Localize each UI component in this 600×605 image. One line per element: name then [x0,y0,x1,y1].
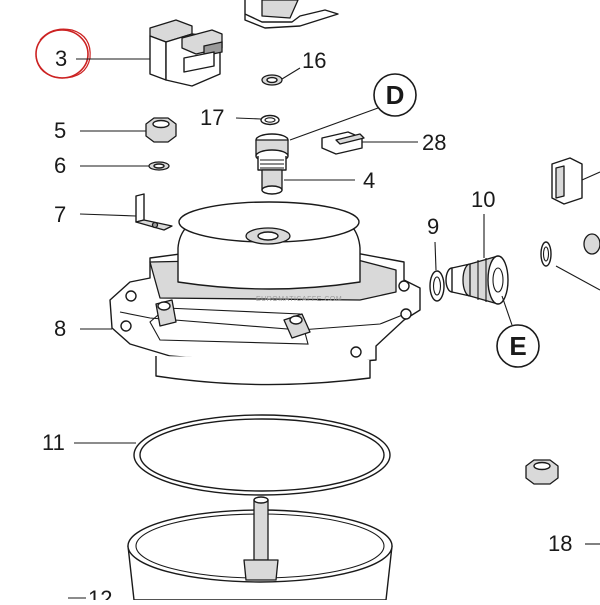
part-4-fitting [255,133,289,195]
callout-4: 4 [363,168,375,193]
top-bracket-part [244,0,339,29]
part-10-union [445,255,509,305]
callout-6: 6 [54,153,66,178]
callout-9: 9 [427,214,439,239]
part-11-gasket [133,414,391,496]
part-5-nut [145,117,177,143]
part-17-oring [260,114,280,126]
callout-10: 10 [471,187,495,212]
callout-17: 17 [200,105,224,130]
callout-16: 16 [302,48,326,73]
part-6-washer [148,161,170,171]
part-8-housing [109,201,421,386]
callout-12-partial: 12 [88,586,112,600]
part-9-oring [429,270,445,302]
letter-e-circle [496,324,540,368]
callout-28: 28 [422,130,446,155]
callout-11: 11 [42,430,65,455]
bottom-bowl-part [127,496,393,601]
watermark: EUROMATICAFFE.COM [256,296,342,303]
part-3-switch [149,19,223,87]
callout-7: 7 [54,202,66,227]
letter-d: D [386,80,405,110]
part-16-washer [261,74,283,86]
callout-8: 8 [54,316,66,341]
callout-3: 3 [55,46,67,71]
part-7-bracket [135,193,173,231]
part-28-clip [321,131,365,155]
letter-d-circle [373,73,417,117]
callout-18: 18 [548,531,572,556]
right-edge-parts [540,157,600,291]
small-nut-right [525,459,559,485]
letter-e: E [509,331,526,361]
callout-5: 5 [54,118,66,143]
